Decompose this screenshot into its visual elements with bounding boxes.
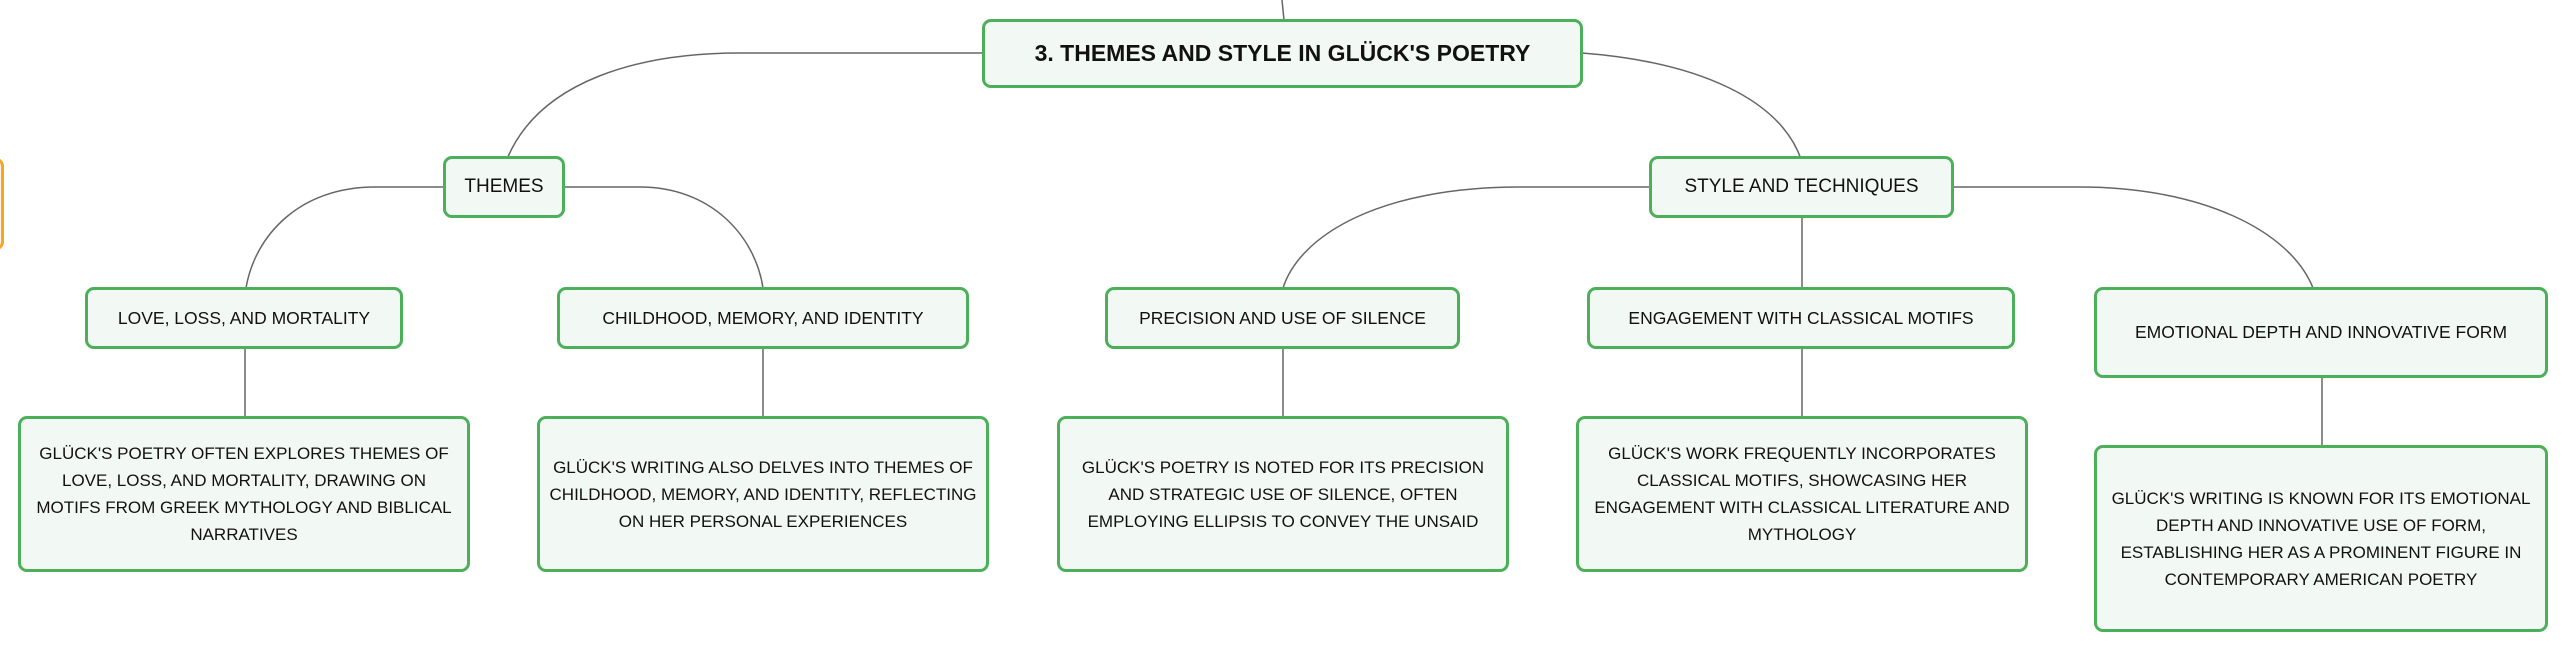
detail-childhood-memory-identity[interactable]: GLÜCK'S WRITING ALSO DELVES INTO THEMES … bbox=[537, 416, 989, 572]
connector-themes-to-love bbox=[245, 186, 445, 289]
subtopic-precision-silence[interactable]: PRECISION AND USE OF SILENCE bbox=[1105, 287, 1460, 349]
branch-style-and-techniques[interactable]: STYLE AND TECHNIQUES bbox=[1649, 156, 1954, 218]
root-topic[interactable]: 3. THEMES AND STYLE IN GLÜCK'S POETRY bbox=[982, 19, 1583, 88]
connector-root-to-style bbox=[1581, 52, 1802, 160]
connector-style-to-emotional bbox=[1953, 186, 2314, 289]
subtopic-love-loss-mortality[interactable]: LOVE, LOSS, AND MORTALITY bbox=[85, 287, 403, 349]
detail-classical-motifs[interactable]: GLÜCK'S WORK FREQUENTLY INCORPORATES CLA… bbox=[1576, 416, 2028, 572]
connector-offscreen-to-root bbox=[1281, 0, 1285, 21]
detail-love-loss-mortality[interactable]: GLÜCK'S POETRY OFTEN EXPLORES THEMES OF … bbox=[18, 416, 470, 572]
detail-precision-silence[interactable]: GLÜCK'S POETRY IS NOTED FOR ITS PRECISIO… bbox=[1057, 416, 1509, 572]
subtopic-classical-motifs[interactable]: ENGAGEMENT WITH CLASSICAL MOTIFS bbox=[1587, 287, 2015, 349]
connector-root-to-themes bbox=[506, 52, 984, 160]
connector-style-to-precision bbox=[1282, 186, 1651, 289]
connector-themes-to-childhood bbox=[563, 186, 764, 289]
detail-emotional-depth-form[interactable]: GLÜCK'S WRITING IS KNOWN FOR ITS EMOTION… bbox=[2094, 445, 2548, 632]
branch-themes[interactable]: THEMES bbox=[443, 156, 565, 218]
subtopic-childhood-memory-identity[interactable]: CHILDHOOD, MEMORY, AND IDENTITY bbox=[557, 287, 969, 349]
offscreen-node-edge bbox=[0, 158, 4, 250]
subtopic-emotional-depth-form[interactable]: EMOTIONAL DEPTH AND INNOVATIVE FORM bbox=[2094, 287, 2548, 378]
